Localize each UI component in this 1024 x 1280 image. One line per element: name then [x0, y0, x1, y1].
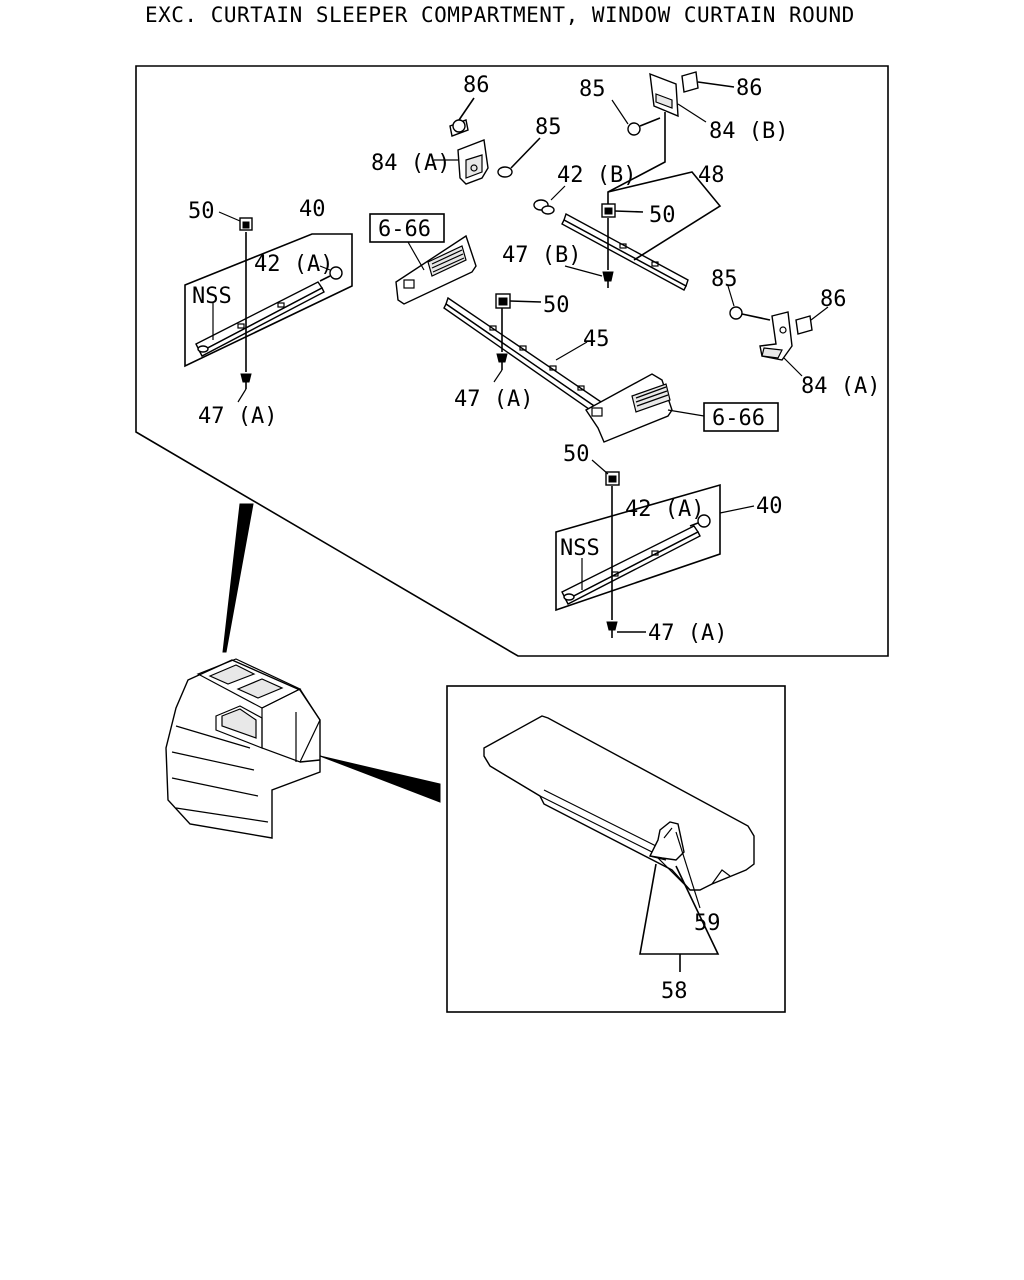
label-59: 59: [694, 911, 721, 936]
label-42a-left: 42 (A): [254, 252, 333, 277]
visor-clip-59: [648, 821, 685, 861]
cab-illustration: [165, 658, 321, 839]
screw-47b: [564, 218, 614, 288]
screw-47a-center: [493, 308, 508, 383]
ref-label-right: 6-66: [712, 406, 765, 431]
clip-86-top: [452, 97, 475, 133]
curtain-rail-lower: [561, 525, 701, 605]
label-58: 58: [661, 979, 688, 1004]
callout-pointer-upper: [222, 503, 254, 653]
label-85-topright: 85: [579, 77, 606, 102]
label-nss-left: NSS: [192, 284, 232, 309]
detail-frame: [135, 65, 889, 657]
callout-pointer-lower: [319, 755, 441, 803]
runner-50-lower: [591, 459, 620, 486]
curtain-rail-left: [195, 281, 325, 357]
clip-86-right: [795, 306, 829, 335]
rail-bracket-box-left: [184, 233, 353, 368]
curtain-rail-48: [561, 212, 689, 291]
label-47b: 47 (B): [502, 243, 581, 268]
screw-85-top: [497, 137, 541, 178]
screw-85-right: [729, 306, 771, 321]
label-47a-center: 47 (A): [454, 387, 533, 412]
end-cap-42a-lower: [689, 514, 711, 528]
label-47a-left: 47 (A): [198, 404, 277, 429]
label-86-top: 86: [463, 73, 490, 98]
label-42b: 42 (B): [557, 163, 636, 188]
label-40-lower: 40: [756, 494, 783, 519]
bracket-84a-right: [759, 311, 793, 361]
label-84a-top: 84 (A): [371, 151, 450, 176]
label-50-mid: 50: [649, 203, 676, 228]
clip-42b: [533, 185, 566, 215]
end-cap-42a-left: [319, 266, 343, 282]
screw-47a-lower: [606, 486, 646, 638]
label-84b: 84 (B): [709, 119, 788, 144]
screw-85-topright: [611, 99, 661, 136]
label-86-right: 86: [820, 287, 847, 312]
ref-label-left: 6-66: [378, 217, 431, 242]
label-48: 48: [698, 163, 725, 188]
diagram-caption: EXC. CURTAIN SLEEPER COMPARTMENT, WINDOW…: [145, 3, 855, 27]
rail-bracket-box-lower: [555, 483, 721, 612]
trim-panel-right: [584, 373, 673, 443]
ref-box-left: [369, 213, 445, 243]
label-47a-lower: 47 (A): [648, 621, 727, 646]
ref-box-right: [703, 402, 779, 432]
sun-visor: [483, 715, 755, 891]
label-84a-right: 84 (A): [801, 374, 880, 399]
label-50-left: 50: [188, 199, 215, 224]
label-50-center: 50: [543, 293, 570, 318]
label-45: 45: [583, 327, 610, 352]
runner-50-center: [495, 293, 542, 309]
screw-47a-left: [240, 232, 252, 389]
label-85-top: 85: [535, 115, 562, 140]
label-85-right: 85: [711, 267, 738, 292]
label-50-lower: 50: [563, 442, 590, 467]
label-42a-lower: 42 (A): [625, 497, 704, 522]
label-nss-lower: NSS: [560, 536, 600, 561]
label-86-topright: 86: [736, 76, 763, 101]
label-40-left: 40: [299, 197, 326, 222]
runner-50-left: [239, 217, 253, 231]
clip-86-topright: [681, 71, 735, 93]
runner-50-mid: [601, 203, 644, 218]
visor-detail-frame: [446, 685, 786, 1013]
trim-panel-left: [395, 234, 477, 305]
bracket-84b: [607, 72, 679, 205]
